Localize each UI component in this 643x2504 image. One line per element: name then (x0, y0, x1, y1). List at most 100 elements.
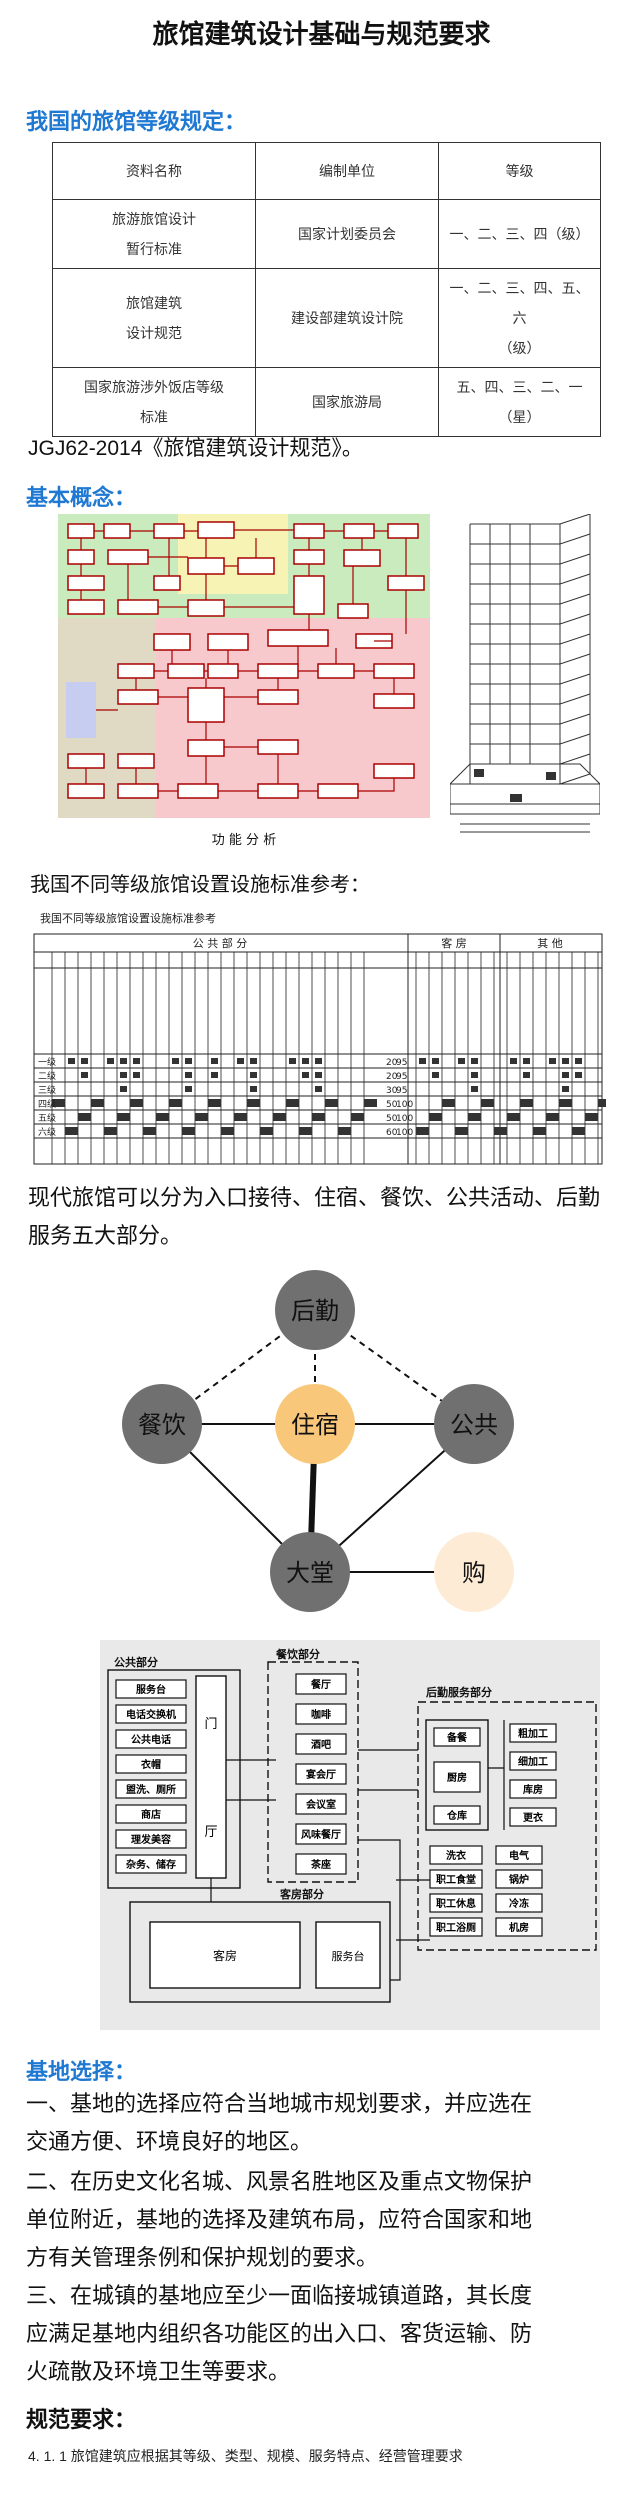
food-item-box (295, 1733, 347, 1755)
facility-fill-cell (419, 1058, 426, 1064)
food-item-box (295, 1823, 347, 1845)
food-zone (267, 1661, 359, 1883)
public-item-label: 电话交换机 (126, 1708, 176, 1721)
table-cell: 国家计划委员会 (255, 199, 439, 269)
food-node (122, 1384, 202, 1464)
back-item-box (495, 1845, 543, 1865)
food-title: 餐饮部分 (275, 1647, 320, 1661)
food-item-box (295, 1763, 347, 1785)
facility-fill-cell (585, 1113, 598, 1121)
back-item-box (429, 1917, 483, 1937)
facility-fill-cell (172, 1058, 179, 1064)
table-row: 旅游旅馆设计暂行标准 国家计划委员会 一、二、三、四（级） (52, 199, 601, 269)
facility-fill-cell (559, 1099, 572, 1107)
back-node (275, 1270, 355, 1350)
rate-value: 20 (386, 1058, 398, 1068)
room-block (149, 1921, 301, 1989)
facility-fill-cell (208, 1099, 221, 1107)
rate-value: 95 (396, 1072, 407, 1082)
site-paragraph-1: 一、基地的选择应符合当地城市规划要求，并应选在交通方便、环境良好的地区。 (26, 2092, 533, 2155)
door-hall-block (195, 1675, 227, 1879)
facility-fill-cell (494, 1127, 507, 1135)
facility-fill-cell (325, 1099, 338, 1107)
kitchen-block (425, 1719, 489, 1831)
facility-fill-cell (416, 1127, 429, 1135)
facility-fill-cell (169, 1099, 182, 1107)
table-row: 旅馆建筑设计规范 建设部建筑设计院 一、二、三、四、五、六（级） (52, 268, 601, 368)
stay-node (275, 1384, 355, 1464)
back-item-label: 库房 (523, 1783, 543, 1796)
facility-fill-cell (315, 1058, 322, 1064)
back-item-box (509, 1723, 557, 1743)
table-cell: 建设部建筑设计院 (255, 268, 439, 368)
back-item-box (433, 1805, 481, 1825)
back-item-box (429, 1845, 483, 1865)
group-label-rooms: 客 房 (441, 936, 467, 950)
facility-fill-cell (78, 1113, 91, 1121)
back-item-box (495, 1917, 543, 1937)
facility-fill-cell (185, 1086, 192, 1092)
facility-fill-cell (237, 1058, 244, 1064)
facility-fill-cell (104, 1127, 117, 1135)
facility-fill-cell (302, 1072, 309, 1078)
facility-fill-cell (442, 1099, 455, 1107)
table-cell: 国家旅游局 (255, 367, 439, 437)
facility-fill-cell (523, 1058, 530, 1064)
table-cell: 五、四、三、二、一（星） (438, 367, 601, 437)
public-item-box (115, 1754, 187, 1774)
lobby-node (270, 1532, 350, 1612)
facility-fill-cell (117, 1113, 130, 1121)
facility-fill-cell (523, 1072, 530, 1078)
plan-item-boxes: 服务台电话交换机公共电话衣帽盥洗、厕所商店理发美容杂务、储存餐厅咖啡酒吧宴会厅会… (115, 1673, 557, 1937)
row-label: 六级 (38, 1126, 56, 1138)
building-section-sketch (450, 514, 600, 833)
facility-fill-cell (549, 1058, 556, 1064)
facility-fill-cell (562, 1086, 569, 1092)
facility-fill-cell (575, 1058, 582, 1064)
facility-fill-cell (510, 1058, 517, 1064)
facility-fill-cell (52, 1099, 65, 1107)
table-cell: 一、二、三、四、五、六（级） (438, 268, 601, 368)
facility-fill-cell (299, 1127, 312, 1135)
facility-fill-cell (471, 1086, 478, 1092)
facility-fill-cell (598, 1099, 606, 1107)
public-item-label: 衣帽 (141, 1758, 161, 1771)
site-paragraph-2: 二、在历史文化名城、风景名胜地区及重点文物保护单位附近，基地的选择及建筑布局，应… (26, 2170, 533, 2271)
facility-fill-cell (575, 1072, 582, 1078)
public-item-label: 理发美容 (131, 1833, 171, 1846)
facility-fill-cell (195, 1113, 208, 1121)
header-cell: 资料名称 (52, 142, 256, 200)
site-paragraph-3: 三、在城镇的基地应至少一面临接城镇道路，其长度应满足基地内组织各功能区的出入口、… (26, 2284, 533, 2385)
table-cell: 一、二、三、四（级） (438, 199, 601, 269)
food-item-box (295, 1673, 347, 1695)
food-item-label: 咖啡 (311, 1708, 331, 1721)
back-item-label: 备餐 (446, 1731, 468, 1744)
rate-value: 20 (386, 1072, 398, 1082)
public-item-box (115, 1804, 187, 1824)
facility-fill-cell (351, 1113, 364, 1121)
facility-fill-cell (120, 1072, 127, 1078)
door-label: 门 (204, 1717, 217, 1732)
facility-fill-cell (133, 1058, 140, 1064)
rate-value: 100 (396, 1114, 413, 1124)
room-zone (129, 1901, 391, 2003)
back-item-box (495, 1869, 543, 1889)
facility-fill-cell (250, 1072, 257, 1078)
room-label: 客房 (213, 1948, 237, 1963)
public-item-label: 商店 (141, 1808, 161, 1821)
back-item-label: 厨房 (447, 1771, 467, 1784)
facility-fill-cell (221, 1127, 234, 1135)
rate-value: 60 (386, 1128, 398, 1138)
public-item-label: 服务台 (136, 1683, 166, 1696)
facility-fill-cell (120, 1086, 127, 1092)
facility-fill-cell (81, 1072, 88, 1078)
back-item-label: 仓库 (446, 1809, 467, 1822)
rate-value: 95 (396, 1058, 407, 1068)
facility-fill-cell (302, 1058, 309, 1064)
public-title: 公共部分 (114, 1655, 158, 1669)
rate-value: 30 (386, 1086, 398, 1096)
functional-plan-diagram: 公共部分 餐饮部分 后勤服务部分 客房部分 服务台电话交换机公共电话衣帽盥洗、厕… (100, 1640, 600, 2030)
public-item-box (115, 1854, 187, 1874)
facility-fill-cell (520, 1099, 533, 1107)
back-item-label: 锅炉 (509, 1873, 529, 1886)
